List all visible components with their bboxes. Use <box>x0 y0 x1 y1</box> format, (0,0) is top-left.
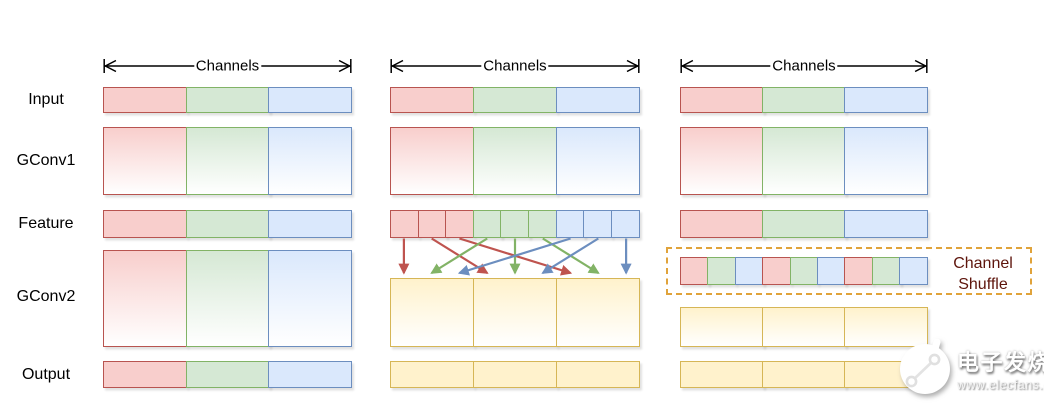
row-label-feature: Feature <box>18 215 74 232</box>
green-channel-segment <box>185 361 270 388</box>
blue-channel-segment <box>555 210 585 238</box>
row-label-output: Output <box>21 366 71 383</box>
red-channel-segment <box>680 87 764 113</box>
watermark-url: www.elecfans.com <box>957 377 1044 392</box>
blue-channel-segment <box>268 127 352 195</box>
green-channel-segment <box>762 127 846 195</box>
red-channel-segment <box>103 250 187 347</box>
yellow-channel-segment <box>844 307 929 347</box>
watermark-text: 电子发烧友 www.elecfans.com <box>957 345 1044 392</box>
red-channel-segment <box>390 210 420 238</box>
channel-shuffle-outline <box>666 247 1032 295</box>
green-channel-segment <box>472 127 558 195</box>
col-b-feature-row <box>390 210 640 238</box>
red-channel-segment <box>103 210 187 238</box>
blue-shuffle-arrow <box>457 237 571 276</box>
green-channel-segment <box>789 257 819 285</box>
yellow-channel-segment <box>762 307 846 347</box>
blue-channel-segment <box>583 210 613 238</box>
yellow-channel-segment <box>555 361 640 388</box>
red-channel-segment <box>680 127 764 195</box>
channel-shuffle-arrows <box>398 237 632 276</box>
blue-channel-segment <box>610 210 640 238</box>
red-channel-segment <box>390 87 475 113</box>
watermark-brand: 电子发烧友 <box>957 349 1044 375</box>
red-channel-segment <box>844 257 874 285</box>
col-a-gconv1-row <box>103 127 352 195</box>
red-channel-segment <box>762 257 792 285</box>
col-c-output-row <box>680 361 929 388</box>
blue-channel-segment <box>844 210 929 238</box>
col-b-output-row <box>390 361 640 388</box>
col-c-gconv2-row <box>680 307 929 347</box>
blue-shuffle-arrow <box>541 237 599 274</box>
row-label-gconv1: GConv1 <box>16 152 76 169</box>
blue-channel-segment <box>899 257 929 285</box>
red-channel-segment <box>417 210 447 238</box>
blue-channel-segment <box>555 127 640 195</box>
yellow-channel-segment <box>680 361 764 388</box>
yellow-channel-segment <box>472 278 558 347</box>
channels-extent-column-c: Channels <box>680 57 928 75</box>
red-channel-segment <box>103 361 187 388</box>
yellow-channel-segment <box>680 307 764 347</box>
channel-shuffle-label: Channel Shuffle <box>953 255 1013 293</box>
green-channel-segment <box>185 127 270 195</box>
col-c-shuffled-feature-row <box>680 257 929 285</box>
yellow-channel-segment <box>472 361 558 388</box>
red-channel-segment <box>103 127 187 195</box>
blue-channel-segment <box>268 87 352 113</box>
channels-label: Channels <box>193 57 262 75</box>
yellow-channel-segment <box>390 361 475 388</box>
col-a-input-row <box>103 87 352 113</box>
channels-label: Channels <box>770 57 838 75</box>
red-channel-segment <box>390 127 475 195</box>
col-c-gconv1-row <box>680 127 929 195</box>
green-channel-segment <box>762 210 846 238</box>
col-b-gconv2-row <box>390 278 640 347</box>
green-channel-segment <box>528 210 558 238</box>
yellow-channel-segment <box>390 278 475 347</box>
red-channel-segment <box>680 210 764 238</box>
red-channel-segment <box>680 257 709 285</box>
col-b-gconv1-row <box>390 127 640 195</box>
col-a-gconv2-row <box>103 250 352 347</box>
blue-channel-segment <box>844 87 929 113</box>
blue-channel-segment <box>268 361 352 388</box>
green-channel-segment <box>707 257 737 285</box>
blue-channel-segment <box>844 127 929 195</box>
blue-channel-segment <box>816 257 846 285</box>
blue-channel-segment <box>268 210 352 238</box>
green-channel-segment <box>472 87 558 113</box>
green-channel-segment <box>185 87 270 113</box>
col-c-input-row <box>680 87 929 113</box>
row-label-input: Input <box>28 91 64 108</box>
row-label-gconv2: GConv2 <box>16 288 76 305</box>
red-channel-segment <box>103 87 187 113</box>
col-a-output-row <box>103 361 352 388</box>
elecfans-logo-icon <box>900 339 950 394</box>
col-a-feature-row <box>103 210 352 238</box>
channels-extent-column-b: Channels <box>390 57 640 75</box>
blue-channel-segment <box>268 250 352 347</box>
yellow-channel-segment <box>762 361 846 388</box>
green-channel-segment <box>871 257 901 285</box>
blue-channel-segment <box>555 87 640 113</box>
green-channel-segment <box>185 210 270 238</box>
blue-channel-segment <box>734 257 764 285</box>
red-channel-segment <box>445 210 475 238</box>
col-c-feature-row <box>680 210 929 238</box>
yellow-channel-segment <box>555 278 640 347</box>
channels-extent-column-a: Channels <box>103 57 352 75</box>
green-shuffle-arrow <box>430 237 488 274</box>
watermark: 电子发烧友 www.elecfans.com <box>896 339 1044 397</box>
green-channel-segment <box>185 250 270 347</box>
green-channel-segment <box>762 87 846 113</box>
channels-label: Channels <box>481 57 549 75</box>
green-channel-segment <box>500 210 530 238</box>
col-b-input-row <box>390 87 640 113</box>
green-channel-segment <box>472 210 502 238</box>
